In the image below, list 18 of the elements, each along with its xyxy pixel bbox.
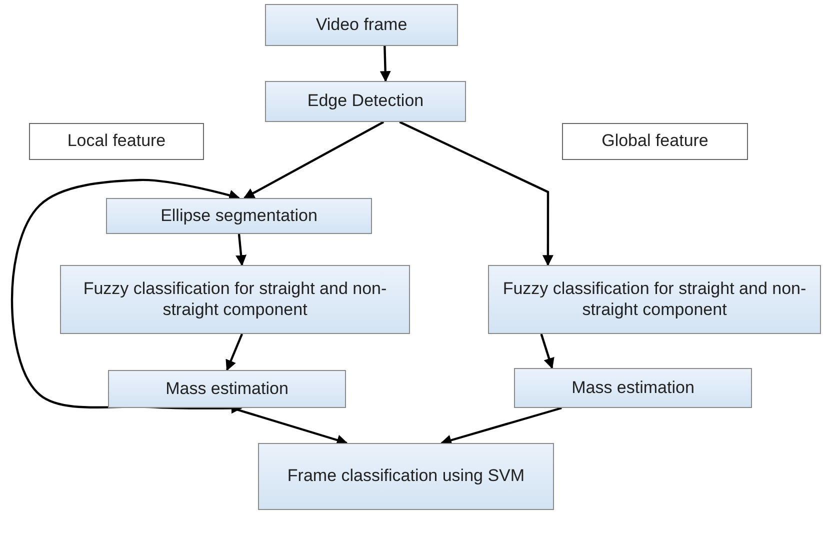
process-box: Video frame — [265, 4, 458, 46]
label-box: Global feature — [562, 123, 748, 160]
arrow — [236, 234, 247, 266]
arrow — [243, 121, 384, 199]
process-box: Fuzzy classification for straight and non-straight component — [488, 265, 821, 334]
label-box: Local feature — [29, 123, 204, 160]
process-box: Edge Detection — [265, 81, 466, 122]
process-box: Mass estimation — [514, 368, 752, 408]
process-box: Ellipse segmentation — [106, 198, 372, 234]
arrow — [399, 121, 554, 266]
arrow — [540, 334, 554, 370]
process-box: Frame classification using SVM — [258, 443, 554, 510]
arrow — [380, 46, 391, 82]
process-box: Mass estimation — [108, 370, 346, 408]
arrow — [440, 406, 562, 446]
arrow — [10, 178, 242, 414]
arrow — [226, 334, 244, 372]
process-box: Fuzzy classification for straight and non-straight component — [60, 265, 410, 334]
